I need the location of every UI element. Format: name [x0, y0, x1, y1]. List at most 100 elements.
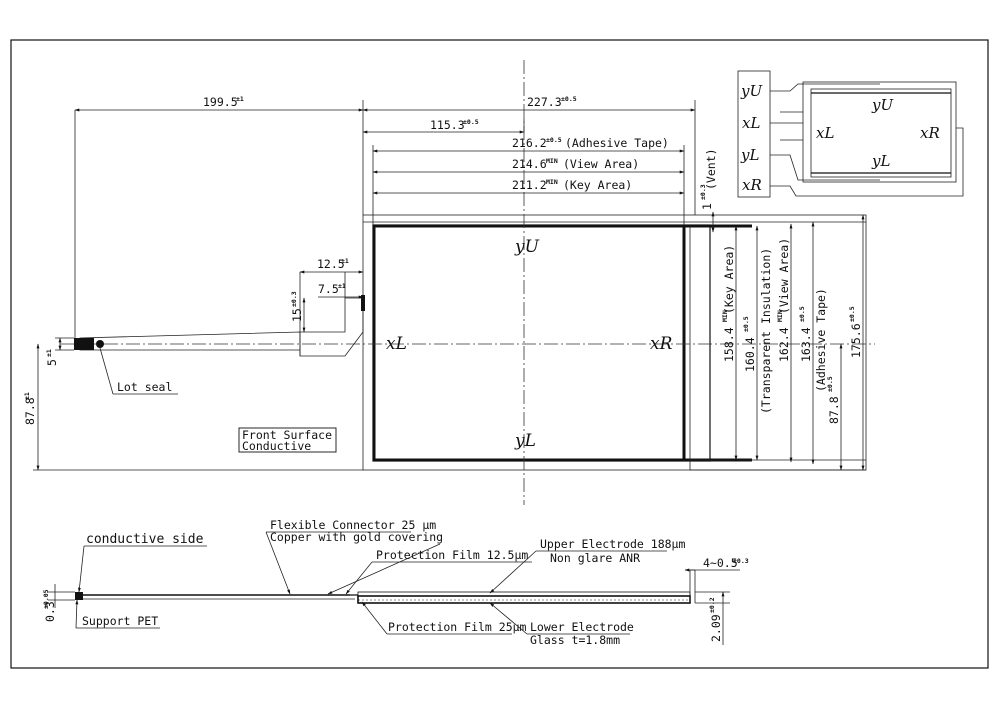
flex-connector-leader	[265, 531, 291, 595]
support-pet-leader	[75, 599, 79, 629]
lot-seal-leader	[99, 347, 114, 395]
upper-electrode-label2: Non glare ANR	[550, 551, 640, 565]
electrode-xL: xL	[386, 334, 407, 354]
dim-227-3-tol: ±0.5	[561, 95, 577, 103]
dim-5-tol: ±1	[45, 349, 53, 357]
dim-211-2-tol: MIN	[546, 178, 558, 186]
lower-electrode-layer	[357, 595, 691, 604]
electrode-yU: yU	[514, 237, 540, 257]
dim-216-2-tol: ±0.5	[546, 136, 562, 144]
dim-4-value: 4~0.5	[703, 556, 738, 570]
dim-12-5-tol: ±1	[341, 257, 349, 265]
front-surface-line2: Conductive	[242, 439, 311, 453]
dim-87-8-right-value: 87.8	[827, 396, 841, 424]
pinout-inset: yU xL yL xR yU xL xR yL	[737, 70, 964, 198]
flex-connector-end	[74, 338, 94, 350]
lot-seal-mark	[96, 340, 104, 348]
dim-87-8-right-tol: ±0.5	[826, 376, 834, 392]
mini-xL: xL	[816, 124, 834, 142]
dim-163-4-note: (Adhesive Tape)	[814, 288, 828, 392]
pin-yL: yL	[740, 146, 759, 164]
prot-film-top-leader	[345, 561, 373, 595]
lower-electrode-label1: Lower Electrode	[530, 620, 634, 634]
flex-connector-label2: Copper with gold covering	[270, 530, 443, 544]
dim-160-4-note: (Transparent Insulation)	[759, 248, 773, 414]
pin-xL: xL	[742, 114, 760, 132]
left-dimensions: 12.5 ±1 7.5 ±1 15 ±0.3 5 ±1 87.8 ±1	[23, 257, 364, 471]
mini-panel-outer	[802, 81, 957, 183]
flex-stiffener	[361, 295, 365, 311]
dim-vent-value: 1	[700, 203, 714, 210]
panel-plan-view: yU yL xL xR Front Surface Conductive Lot…	[60, 60, 875, 505]
dim-158-4-tol: MIN	[721, 310, 729, 322]
dim-211-2-value: 211.2	[512, 178, 547, 192]
dim-162-4-tol: MIN	[776, 310, 784, 322]
dim-199-5-value: 199.5	[203, 95, 238, 109]
panel-outline	[362, 214, 867, 471]
trace-xR	[770, 127, 964, 197]
front-surface-line1: Front Surface	[242, 428, 332, 442]
dim-160-4-value: 160.4	[743, 337, 757, 372]
dim-12-5-value: 12.5	[317, 257, 345, 271]
dim-0-3-value: 0.3	[43, 601, 57, 622]
dim-160-4-tol: ±0.5	[742, 316, 750, 332]
top-dimensions: 199.5 ±1 227.3 ±0.5 115.3 ±0.5 216.2 ±0.…	[74, 95, 696, 338]
prot-film-bottom-label: Protection Film 25μm	[388, 620, 527, 634]
dim-227-3-value: 227.3	[527, 95, 562, 109]
dim-7-5-tol: ±1	[338, 282, 346, 290]
dim-162-4-value: 162.4	[777, 327, 791, 362]
dim-214-6-note: (View Area)	[563, 157, 639, 171]
electrode-xR: xR	[650, 334, 673, 354]
dim-163-4-tol: ±0.5	[798, 306, 806, 322]
electrode-yL: yL	[514, 431, 536, 451]
dim-216-2-note: (Adhesive Tape)	[565, 136, 669, 150]
lower-electrode-label2: Glass t=1.8mm	[530, 633, 620, 647]
flex-connector-label1: Flexible Connector 25 μm	[270, 518, 436, 532]
mini-xR: xR	[920, 124, 940, 142]
cross-section-view: conductive side Flexible Connector 25 μm…	[42, 518, 749, 647]
drawing-frame	[10, 39, 989, 669]
dim-15-value: 15	[290, 308, 304, 322]
dim-vent-tol: ±0.3	[699, 184, 707, 200]
mini-yU: yU	[871, 96, 894, 114]
dim-5-value: 5	[45, 359, 59, 366]
lot-seal-label: Lot seal	[117, 380, 172, 394]
dim-158-4-value: 158.4	[722, 327, 736, 362]
conductive-side-leader	[78, 545, 85, 593]
dim-162-4-note: (View Area)	[777, 238, 791, 314]
prot-film-top-label: Protection Film 12.5μm	[376, 548, 528, 562]
dim-2-09-value: 2.09	[709, 614, 723, 642]
dim-214-6-tol: MIN	[546, 157, 558, 165]
pin-yU: yU	[740, 82, 763, 100]
mini-panel-inner	[810, 88, 952, 178]
dim-211-2-note: (Key Area)	[563, 178, 632, 192]
trace-yL	[770, 154, 880, 181]
dim-199-5-tol: ±1	[236, 95, 244, 103]
upper-electrode-leader	[489, 550, 537, 594]
dim-158-4-note: (Key Area)	[722, 245, 736, 314]
pin-xR: xR	[742, 176, 762, 194]
dim-4-tol: ±0.3	[733, 557, 749, 565]
dim-0-3-tol: ±0.05	[42, 589, 50, 609]
dim-163-4-value: 163.4	[799, 327, 813, 362]
dim-175-6-tol: ±0.5	[848, 306, 856, 322]
mini-yL: yL	[871, 152, 890, 170]
pin-label-box	[737, 70, 771, 198]
dim-175-6-value: 175.6	[849, 323, 863, 358]
conductive-side-label: conductive side	[86, 532, 204, 547]
dim-115-3-value: 115.3	[430, 118, 465, 132]
dim-214-6-value: 214.6	[512, 157, 547, 171]
lower-electrode-leader	[489, 602, 528, 635]
dim-87-8-left-tol: ±1	[23, 392, 31, 400]
upper-electrode-label1: Upper Electrode 188μm	[540, 537, 685, 551]
dim-7-5-value: 7.5	[318, 282, 339, 296]
support-pet-label: Support PET	[82, 614, 158, 628]
right-dimensions: 1 ±0.3 (Vent) 158.4 MIN (Key Area) 160.4…	[690, 148, 866, 471]
dim-2-09-tol: ±0.2	[708, 597, 716, 613]
flex-end-block	[75, 592, 83, 600]
dim-vent-note: (Vent)	[704, 148, 718, 190]
trace-yU	[770, 83, 880, 92]
dim-115-3-tol: ±0.5	[463, 118, 479, 126]
prot-film-bottom-leader	[361, 601, 388, 635]
